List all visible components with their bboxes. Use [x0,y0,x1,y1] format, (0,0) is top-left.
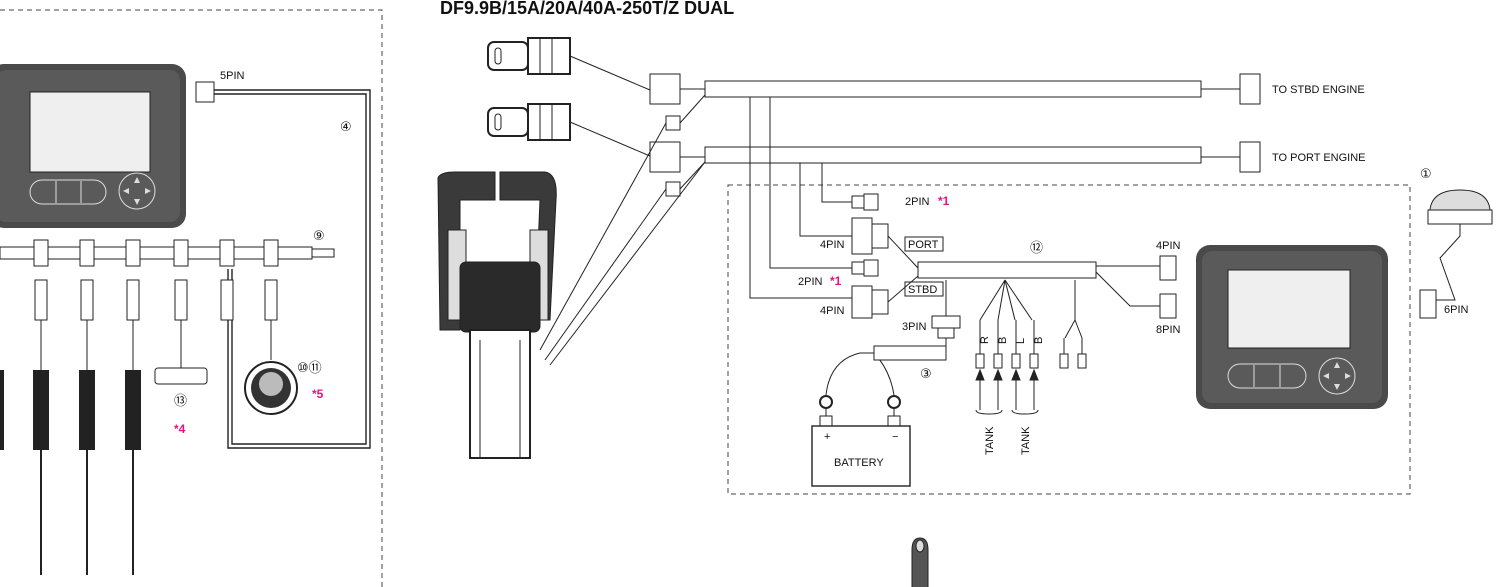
note-star1-b: *1 [830,274,842,288]
five-pin-label: 5PIN [220,70,245,82]
nmea-backbone [0,239,335,267]
key-to-harness-wires [539,55,706,366]
two-pin-stbd-label: 2PIN [798,276,823,288]
callout-3: ③ [920,367,932,382]
battery-harness-3 [873,345,947,361]
to-stbd-label: TO STBD ENGINE [1272,84,1365,96]
wire-r-label: R [979,336,991,344]
drop-cables [34,279,278,370]
harness-port [704,146,1202,164]
cable-4-inner [214,93,367,445]
battery-label: BATTERY [834,457,884,469]
battery-minus: − [892,431,898,443]
stbd-tag-label: STBD [908,284,937,296]
callout-4: ④ [340,120,352,135]
eight-pin-connector [1159,293,1177,319]
three-pin-label: 3PIN [902,321,927,333]
tank1-label: TANK [984,426,996,455]
sensor-probes [0,370,141,575]
wire-l-label: L [1015,338,1027,344]
battery-terminal-plus [819,395,833,409]
harness-stbd [704,80,1202,98]
device-10-11-knob [244,361,298,415]
stbd-tag [904,281,944,297]
tank2-label: TANK [1020,426,1032,455]
four-pin-right-connector [1159,255,1177,281]
callout-9: ⑨ [313,229,325,244]
harness-12-wires [887,235,1160,339]
ignition-key-bottom [487,103,571,141]
right-display-unit [1196,245,1388,409]
note-star1-a: *1 [938,194,950,208]
to-port-label: TO PORT ENGINE [1272,152,1366,164]
four-pin-port-label: 4PIN [820,239,845,251]
battery-terminal-minus [887,395,901,409]
engine-connectors [1201,73,1261,173]
port-tag [904,236,944,252]
port-tag-label: PORT [908,239,939,251]
battery-plus: + [824,431,830,443]
option-box-border [727,184,1411,495]
cable-4 [214,89,371,449]
ignition-key-top [487,37,571,75]
throttle-control [437,171,557,459]
eight-pin-label: 8PIN [1156,324,1181,336]
diagram-title: DF9.9B/15A/20A/40A-250T/Z DUAL [440,0,734,18]
callout-13: ⑬ [174,394,187,409]
branch-wires [749,97,852,299]
three-pin-connector [931,315,961,329]
five-pin-connector [195,81,215,103]
two-pin-top-label: 2PIN [905,196,930,208]
left-panel-border [0,9,383,587]
callout-1: ① [1420,167,1432,182]
six-pin-label: 6PIN [1444,304,1469,316]
battery [811,425,911,487]
wire-b2-label: B [1033,337,1045,344]
wire-b1-label: B [997,337,1009,344]
tank-sensor-leads [975,320,1087,415]
device-13 [154,367,208,385]
four-pin-right-label: 4PIN [1156,240,1181,252]
callout-10-11: ⑩⑪ [297,361,322,376]
gps-antenna [1419,189,1493,319]
left-display-unit [0,64,186,228]
four-pin-stbd-label: 4PIN [820,305,845,317]
note-star4: *4 [174,422,186,436]
bottom-probe [911,537,929,587]
note-star5: *5 [312,387,324,401]
small-connectors [851,193,889,319]
harness-12 [917,261,1097,279]
callout-12: ⑫ [1030,241,1043,256]
